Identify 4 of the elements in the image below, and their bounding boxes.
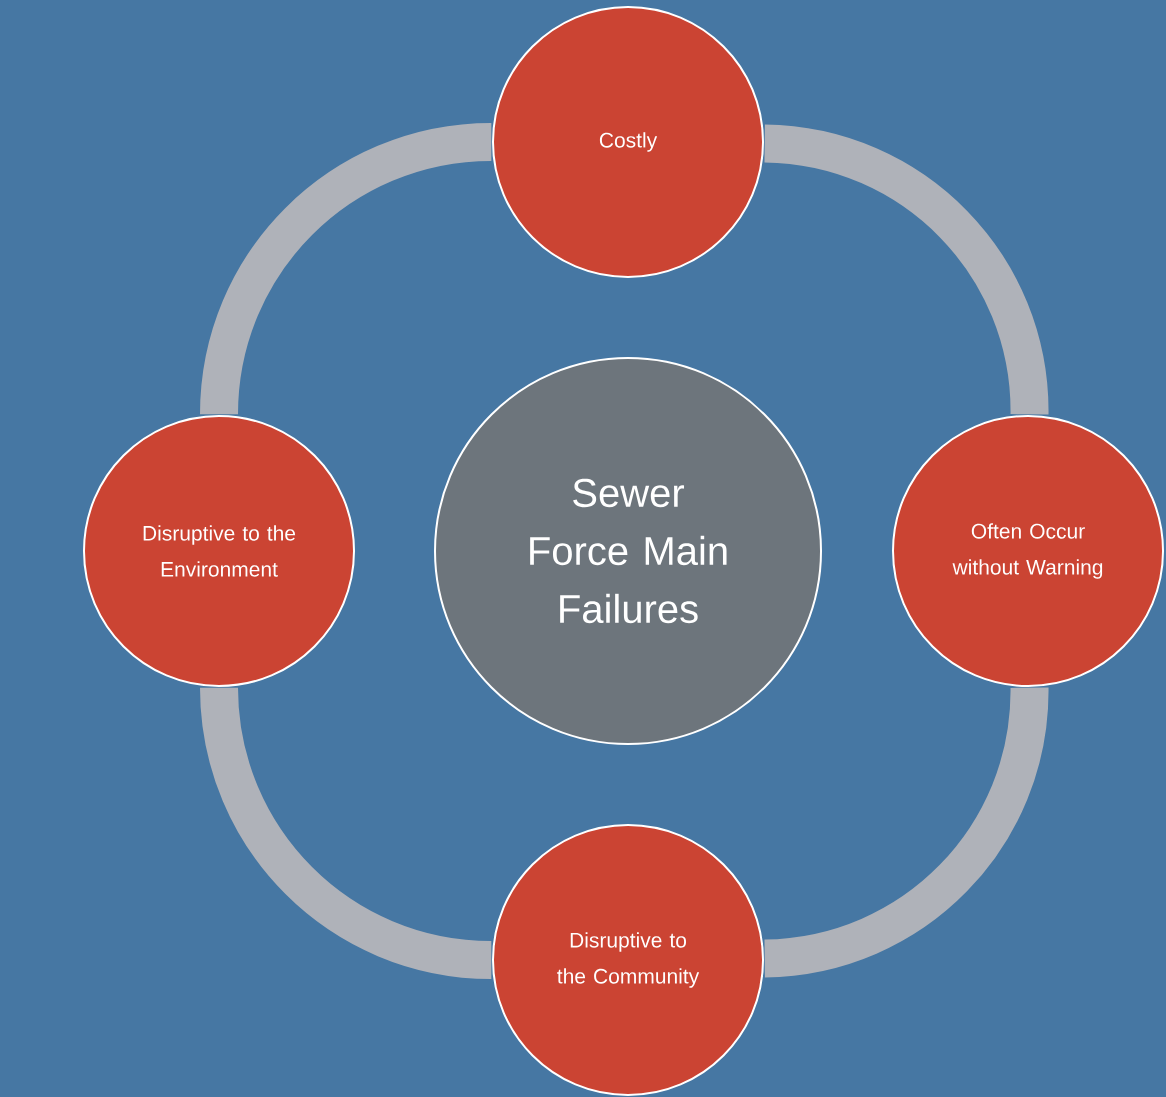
ring-segment (763, 124, 1049, 416)
ring-segment (200, 686, 493, 979)
ring-segment (763, 686, 1049, 978)
ring-segment (200, 123, 493, 416)
